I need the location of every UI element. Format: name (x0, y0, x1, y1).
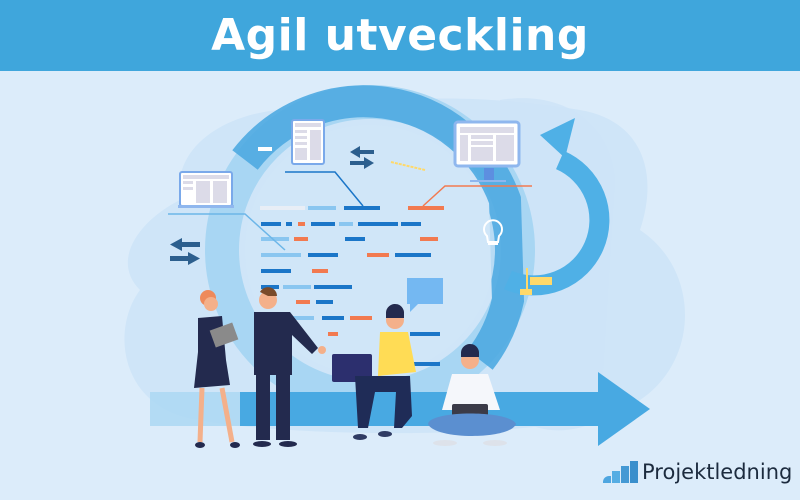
lightbulb-icon (483, 219, 503, 245)
cycle-arrow-icon (504, 118, 610, 296)
document-icon (258, 119, 325, 165)
sticky-notes (520, 268, 552, 295)
logo-bar (630, 461, 638, 483)
title-banner: Agil utveckling (0, 0, 800, 71)
logo-bar (612, 471, 620, 483)
logo-name: Projektledning (642, 460, 793, 484)
logo-bar (621, 466, 629, 483)
chat-bubble-icon (407, 278, 443, 312)
agile-illustration (0, 71, 800, 500)
person-woman-tablet (194, 290, 240, 448)
person-man-laptop (332, 303, 416, 440)
code-lines (260, 206, 444, 366)
person-man-sitting (428, 343, 516, 446)
person-man-standing (253, 287, 326, 447)
browser-window-icon (178, 171, 234, 208)
page-title: Agil utveckling (211, 9, 589, 61)
brand-logo[interactable]: Projektledning (603, 461, 792, 483)
connector-lines (168, 161, 532, 251)
swap-arrows-icon (170, 146, 374, 265)
logo-bar (603, 476, 611, 483)
monitor-icon (453, 120, 521, 182)
bar-chart-logo-icon (603, 461, 638, 483)
